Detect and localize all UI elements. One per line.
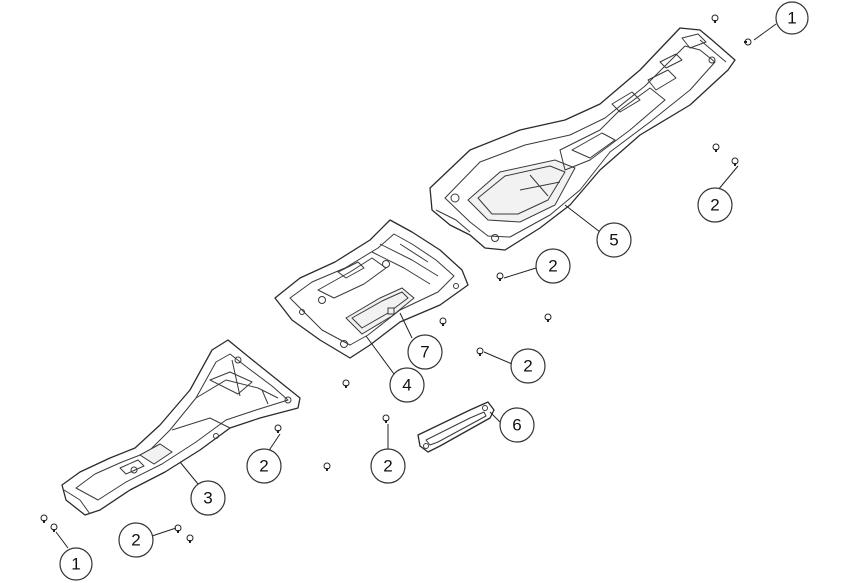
callout-2-mid-upper: 2 <box>535 248 571 284</box>
svg-text:2: 2 <box>131 531 140 550</box>
screw-icon <box>744 38 752 46</box>
screw-icon <box>544 313 552 322</box>
callout-2-right: 2 <box>697 187 733 223</box>
svg-text:2: 2 <box>383 457 392 476</box>
screw-icon <box>382 414 390 423</box>
screw-icon <box>323 462 331 471</box>
svg-text:2: 2 <box>259 457 268 476</box>
screws <box>40 14 752 543</box>
screw-icon <box>274 424 282 433</box>
screw-icon <box>712 143 720 152</box>
svg-text:2: 2 <box>710 196 719 215</box>
part-3-front-skid-plate <box>61 339 301 516</box>
part-5-rear-skid-plate <box>429 27 736 251</box>
callout-7: 7 <box>407 334 443 370</box>
callout-1-top: 1 <box>775 1 809 35</box>
svg-text:1: 1 <box>787 9 796 28</box>
svg-text:2: 2 <box>523 357 532 376</box>
screw-icon <box>174 524 182 533</box>
callout-2-bottom-left: 2 <box>118 522 154 558</box>
callout-3: 3 <box>190 480 226 516</box>
svg-text:2: 2 <box>548 257 557 276</box>
screw-icon <box>50 523 58 532</box>
screw-icon <box>186 534 194 543</box>
screw-icon <box>476 347 484 356</box>
svg-text:6: 6 <box>512 416 521 435</box>
svg-text:4: 4 <box>402 376 411 395</box>
callout-2-left-center: 2 <box>246 448 282 484</box>
callout-2-center: 2 <box>370 448 406 484</box>
screw-icon <box>711 14 719 23</box>
screw-icon <box>496 272 504 281</box>
part-4-center-skid-plate <box>274 219 469 359</box>
leader-lines <box>55 23 777 549</box>
callout-2-mid-lower: 2 <box>510 348 546 384</box>
screw-icon <box>439 317 447 326</box>
svg-text:1: 1 <box>71 555 80 574</box>
callout-6: 6 <box>499 407 535 443</box>
callout-5: 5 <box>596 222 632 258</box>
screw-icon <box>342 379 350 388</box>
svg-text:3: 3 <box>203 489 212 508</box>
callout-1-bottom: 1 <box>59 547 93 581</box>
screw-icon <box>40 514 48 523</box>
part-6-cover-plate <box>417 401 495 453</box>
svg-text:5: 5 <box>609 231 618 250</box>
svg-text:7: 7 <box>420 343 429 362</box>
callout-4: 4 <box>389 367 425 403</box>
screw-icon <box>731 157 739 166</box>
